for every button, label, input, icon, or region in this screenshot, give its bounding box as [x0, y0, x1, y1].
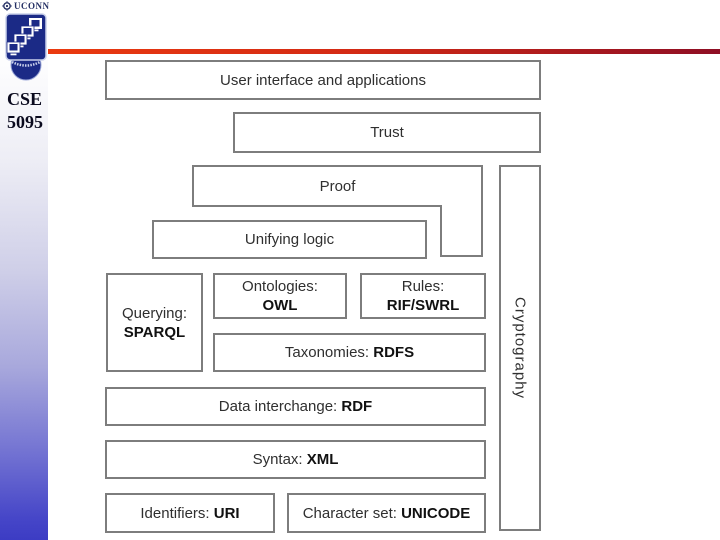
uconn-wordmark-label: UCONN [14, 1, 50, 11]
course-code-line1: CSE [7, 89, 43, 109]
box-unifying-logic-label: Unifying logic [244, 231, 335, 248]
box-rules-rif-swrl: Rules: RIF/SWRL [360, 273, 486, 319]
box-character-set-unicode-label: Character set: UNICODE [302, 504, 471, 522]
box-data-interchange-rdf: Data interchange: RDF [105, 387, 486, 426]
cascading-monitors-icon [6, 18, 42, 56]
box-syntax-xml-label: Syntax: XML [252, 451, 339, 468]
box-user-interface-label: User interface and applications [220, 71, 426, 89]
box-user-interface: User interface and applications [105, 60, 541, 100]
course-code: CSE 5095 [7, 88, 43, 134]
box-identifiers-uri: Identifiers: URI [105, 493, 275, 533]
box-querying-sparql: Querying: SPARQL [106, 273, 203, 372]
box-proof: Proof [192, 165, 483, 207]
box-taxonomies-rdfs: Taxonomies: RDFS [213, 333, 486, 372]
box-character-set-unicode: Character set: UNICODE [287, 493, 486, 533]
uconn-seal-icon [2, 1, 12, 11]
box-ontologies-owl: Ontologies: OWL [213, 273, 347, 319]
box-syntax-xml: Syntax: XML [105, 440, 486, 479]
box-identifiers-uri-label: Identifiers: URI [140, 504, 240, 522]
sidebar [0, 0, 48, 540]
course-code-line2: 5095 [7, 112, 43, 132]
box-querying-sparql-label: Querying: SPARQL [121, 304, 188, 341]
accent-bar [48, 49, 720, 54]
box-unifying-logic: Unifying logic [152, 220, 427, 259]
uconn-wordmark: UCONN [2, 1, 50, 11]
box-cryptography: Cryptography [499, 165, 541, 531]
box-ontologies-owl-label: Ontologies: OWL [242, 278, 318, 314]
box-rules-rif-swrl-label: Rules: RIF/SWRL [386, 278, 460, 314]
box-taxonomies-rdfs-label: Taxonomies: RDFS [284, 344, 415, 361]
box-cryptography-label: Cryptography [511, 296, 529, 400]
box-proof-label: Proof [319, 177, 356, 195]
box-trust-label: Trust [370, 124, 404, 141]
box-data-interchange-rdf-label: Data interchange: RDF [218, 398, 373, 415]
uconn-shield-logo [5, 13, 47, 81]
box-trust: Trust [233, 112, 541, 153]
box-proof-extension [440, 205, 483, 257]
